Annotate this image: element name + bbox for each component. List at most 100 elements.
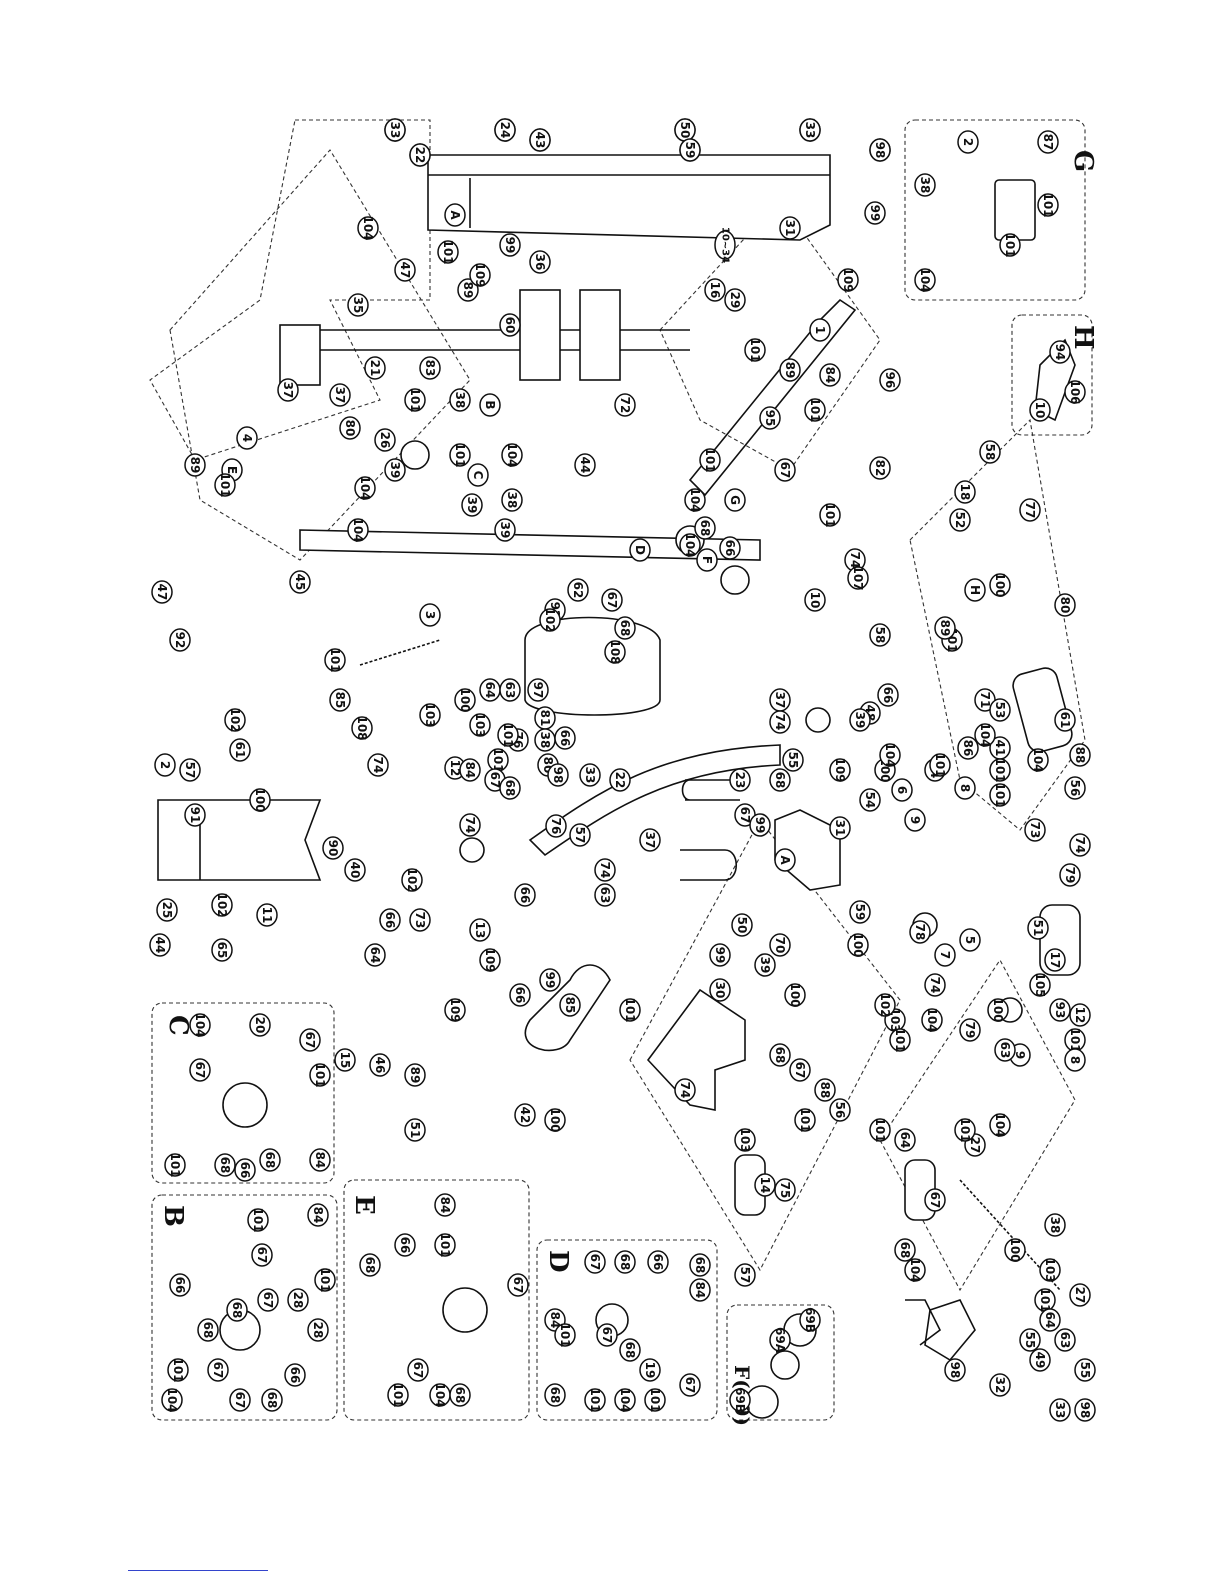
svg-text:15: 15 (338, 1052, 352, 1069)
svg-text:102: 102 (543, 607, 557, 632)
svg-text:57: 57 (738, 1267, 752, 1284)
part-callout-59: 58 (979, 440, 1001, 464)
part-callout-138: 104 (879, 742, 901, 768)
part-callout-212: 42 (514, 1103, 536, 1127)
svg-text:100: 100 (458, 687, 472, 712)
svg-text:68: 68 (453, 1387, 467, 1404)
part-callout-189: 74 (924, 973, 946, 997)
svg-text:87: 87 (1041, 134, 1055, 151)
part-callout-96: 85 (329, 688, 351, 712)
svg-text:86: 86 (961, 740, 975, 757)
part-callout-139: 6 (891, 778, 913, 802)
svg-text:101: 101 (623, 997, 637, 1022)
part-callout-230: 103 (1039, 1257, 1061, 1283)
svg-text:39: 39 (758, 957, 772, 974)
inset-b-callout-14: 28 (287, 1288, 309, 1312)
part-callout-103: 37 (769, 688, 791, 712)
part-callout-68: 66 (719, 536, 741, 560)
part-callout-227: 67 (924, 1188, 946, 1212)
part-callout-17: 16 (704, 278, 726, 302)
handle-part-51 (680, 849, 738, 881)
svg-text:101: 101 (648, 1387, 662, 1412)
svg-text:6: 6 (895, 786, 909, 794)
part-callout-177: 66 (379, 908, 401, 932)
svg-text:101: 101 (251, 1207, 265, 1232)
part-callout-162: 66 (514, 883, 536, 907)
inset-g-callout-0: 2 (957, 130, 979, 154)
part-callout-134: 23 (729, 768, 751, 792)
svg-text:101: 101 (391, 1382, 405, 1407)
svg-text:22: 22 (613, 772, 627, 789)
svg-text:99: 99 (713, 947, 727, 964)
svg-text:104: 104 (505, 442, 519, 467)
part-callout-110: 38 (534, 728, 556, 752)
part-callout-73: 3 (419, 603, 441, 627)
svg-text:68: 68 (263, 1152, 277, 1169)
svg-text:74: 74 (598, 862, 612, 879)
inset-b-callout-11: 104 (161, 1387, 183, 1413)
svg-text:101: 101 (558, 1322, 572, 1347)
pulley-66-d (805, 707, 831, 733)
inset-h-frame (1011, 314, 1093, 436)
svg-text:30: 30 (713, 982, 727, 999)
column-part-30 (157, 799, 322, 881)
part-callout-167: 100 (847, 932, 869, 958)
part-callout-113: 101 (487, 747, 509, 773)
part-callout-87: 89 (934, 616, 956, 640)
part-callout-249: 59 (679, 138, 701, 162)
weight-plate-stack (519, 289, 561, 381)
svg-text:33: 33 (1053, 1402, 1067, 1419)
part-callout-153: A (774, 848, 796, 872)
lower-right-diamond-outline (879, 958, 1076, 1292)
part-callout-66: D (629, 538, 651, 562)
part-callout-60: 101 (819, 502, 841, 528)
svg-text:68: 68 (265, 1392, 279, 1409)
svg-text:10: 10 (808, 592, 822, 609)
svg-text:50: 50 (678, 122, 692, 139)
svg-text:101: 101 (958, 1117, 972, 1142)
svg-text:82: 82 (873, 460, 887, 477)
svg-text:100: 100 (253, 787, 267, 812)
svg-text:67: 67 (600, 1327, 614, 1344)
svg-text:7: 7 (938, 951, 952, 959)
part-callout-98: 100 (454, 687, 476, 713)
part-callout-233: 101 (1034, 1287, 1056, 1313)
inset-b-callout-9: 67 (257, 1288, 279, 1312)
svg-text:36: 36 (533, 254, 547, 271)
svg-text:104: 104 (918, 267, 932, 292)
svg-text:85: 85 (333, 692, 347, 709)
part-callout-221: 101 (869, 1117, 891, 1143)
svg-text:68: 68 (503, 780, 517, 797)
part-callout-146: 91 (184, 803, 206, 827)
part-callout-207: 101 (889, 1027, 911, 1053)
part-callout-132: 84 (459, 758, 481, 782)
svg-text:10: 10 (1033, 402, 1047, 419)
svg-text:84: 84 (313, 1152, 327, 1169)
part-callout-19: 31 (779, 216, 801, 240)
svg-text:103: 103 (423, 702, 437, 727)
part-callout-245: 22 (409, 143, 431, 167)
svg-text:84: 84 (311, 1207, 325, 1224)
svg-text:10~34: 10~34 (720, 227, 731, 263)
part-callout-151: 99 (749, 813, 771, 837)
handle-part-43 (924, 1299, 976, 1362)
part-callout-195: 93 (1049, 998, 1071, 1022)
part-callout-11: 101 (437, 239, 459, 265)
part-callout-13: 109 (469, 262, 491, 288)
svg-text:68: 68 (773, 1047, 787, 1064)
svg-text:57: 57 (183, 762, 197, 779)
svg-text:67: 67 (778, 462, 792, 479)
part-callout-40: 95 (759, 406, 781, 430)
inset-c-callout-9: 101 (164, 1152, 186, 1178)
part-callout-55: 101 (699, 447, 721, 473)
inset-e-callout-1: 84 (434, 1193, 456, 1217)
svg-text:101: 101 (171, 1357, 185, 1382)
part-callout-67: 39 (494, 518, 516, 542)
part-callout-56: 104 (684, 487, 706, 513)
part-callout-235: 64 (1039, 1308, 1061, 1332)
part-callout-118: 55 (782, 748, 804, 772)
part-callout-117: 33 (579, 763, 601, 787)
inset-d-callout-12: 104 (614, 1387, 636, 1413)
inset-e-callout-4: 67 (407, 1358, 429, 1382)
part-callout-111: 66 (554, 726, 576, 750)
